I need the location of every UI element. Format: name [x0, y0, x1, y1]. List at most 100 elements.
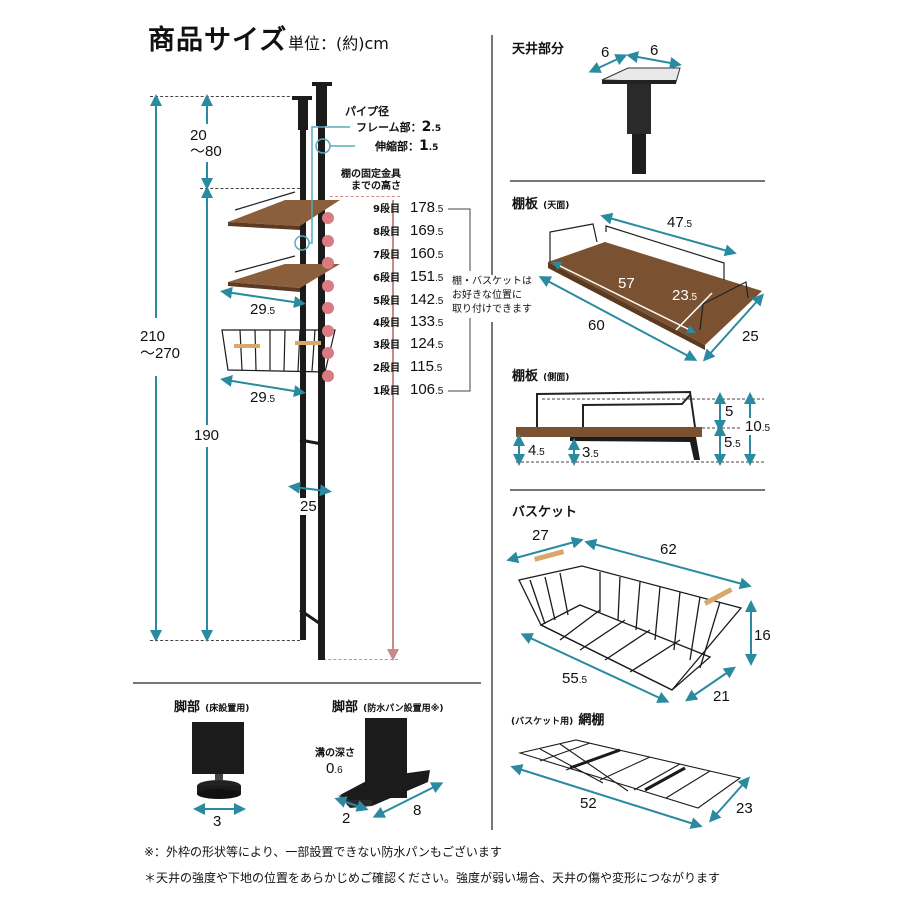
tier-value-int: 115	[410, 357, 434, 375]
shelf-side-title: 棚板	[512, 369, 539, 384]
tier-value: 115.5	[410, 358, 442, 375]
shelf-bracket-gap-dim: 3.5	[582, 444, 599, 461]
foot-pan-subtitle: (防水パン設置用※)	[363, 704, 444, 714]
mount-note-line3: 取り付けできます	[452, 304, 532, 315]
foot-pan-groove-label: 溝の深さ	[315, 748, 355, 759]
shelf-front-thickness-value: 4	[528, 442, 537, 459]
tier-label: 6段目	[373, 272, 400, 284]
shelf-guard-height-dim: 5	[725, 403, 734, 420]
shelf-depth-1-value: 29	[250, 301, 267, 318]
foot-pan-width-dim: 2	[342, 810, 351, 827]
shelf-front-thickness-decimal: .5	[536, 447, 545, 458]
tier-value: 160.5	[410, 245, 443, 262]
shelf-inner-depth-decimal: .5	[688, 292, 698, 303]
basket-bottom-depth-dim: 21	[713, 688, 730, 705]
shelf-depth-1-decimal: .5	[266, 306, 276, 317]
wire-shelf-length-dim: 52	[580, 795, 597, 812]
tier-label: 2段目	[373, 362, 400, 374]
shelf-depth-dim-1: 29.5	[250, 301, 275, 318]
tier-value-decimal: .5	[433, 362, 443, 374]
shelf-front-thickness-dim: 4.5	[528, 442, 545, 459]
tier-row: 2段目 115.5	[352, 356, 442, 376]
mount-height-heading: 棚の固定金具 までの高さ	[333, 169, 401, 193]
tier-value: 169.5	[410, 222, 443, 239]
shelf-back-width-decimal: .5	[683, 219, 693, 230]
tier-value-int: 124	[410, 334, 436, 352]
shelf-back-width-value: 47	[667, 214, 684, 231]
foot-floor-diameter-dim: 3	[213, 813, 222, 830]
basket-top-length-dim: 62	[660, 541, 677, 558]
wire-shelf-heading: (バスケット用) 網棚	[511, 709, 604, 728]
total-height-dim: 210 ～270	[140, 328, 181, 362]
tier-label: 7段目	[373, 249, 400, 261]
tier-label: 4段目	[373, 317, 400, 329]
total-height-line2: ～270	[140, 345, 181, 362]
pipe-frame-value: 2	[421, 119, 432, 135]
mount-note-line2: お好きな位置に	[452, 290, 522, 301]
unit-label: 単位：(約)cm	[288, 34, 389, 53]
shelf-top-title: 棚板	[512, 197, 539, 212]
shelf-total-height-dim: 10.5	[745, 418, 771, 435]
tier-value: 142.5	[410, 291, 443, 308]
tier-value-decimal: .5	[435, 203, 444, 215]
shelf-top-heading: 棚板 (天面)	[512, 193, 569, 212]
tier-value-decimal: .5	[435, 249, 444, 261]
basket-bottom-length-decimal: .5	[578, 675, 588, 686]
shelf-back-width-dim: 47.5	[667, 214, 692, 231]
total-height-line1: 210	[140, 328, 166, 345]
foot-floor-heading: 脚部 (床設置用)	[174, 696, 249, 715]
shelf-bracket-gap-value: 3	[582, 444, 591, 461]
tier-value: 133.5	[410, 313, 443, 330]
mount-height-heading-line2: までの高さ	[351, 181, 401, 192]
tier-value-decimal: .5	[435, 317, 444, 329]
ceiling-dim-b: 6	[650, 42, 659, 59]
tier-value-int: 151	[410, 267, 436, 285]
shelf-top-subtitle: (天面)	[543, 201, 570, 211]
tier-label: 3段目	[373, 339, 400, 351]
shelf-bracket-height-decimal: .5	[732, 439, 741, 450]
pipe-telescopic-decimal: .5	[428, 143, 439, 153]
tier-value-int: 178	[410, 198, 436, 216]
foot-pan-groove-dim: 0.6	[326, 760, 343, 777]
wire-shelf-prefix: (バスケット用)	[511, 717, 574, 727]
pipe-frame-dim: フレーム部：2.5	[356, 119, 441, 135]
tier-value-decimal: .5	[435, 295, 444, 307]
pipe-telescopic-dim: 伸縮部：1.5	[375, 138, 438, 154]
tier-value-decimal: .5	[435, 339, 444, 351]
note-ceiling-strength: ＊天井の強度や下地の位置をあらかじめご確認ください。強度が弱い場合、天井の傷や変…	[144, 871, 721, 885]
mount-point-6	[322, 280, 334, 292]
tier-value-int: 133	[410, 312, 436, 330]
tier-value: 124.5	[410, 335, 443, 352]
tier-value: 106.5	[410, 381, 443, 398]
vertical-divider-bottom	[491, 322, 493, 830]
shelf-depth-2-value: 29	[250, 389, 267, 406]
tier-value-int: 142	[410, 290, 436, 308]
shelf-inner-width-dim: 57	[618, 275, 635, 292]
mount-height-heading-line1: 棚の固定金具	[341, 169, 401, 180]
basket-title: バスケット	[512, 505, 578, 520]
shelf-inner-depth-value: 23	[672, 287, 689, 304]
mount-point-5	[322, 302, 334, 314]
ceiling-line	[150, 96, 305, 97]
tier-label: 1段目	[373, 385, 400, 397]
pipe-telescopic-label: 伸縮部：	[375, 140, 419, 153]
mount-point-2	[322, 370, 334, 382]
mount-point-9	[322, 212, 334, 224]
mount-point-7	[322, 257, 334, 269]
basket-handle-width-dim: 27	[532, 527, 549, 544]
basket-bottom-length-dim: 55.5	[562, 670, 587, 687]
basket-bottom-length-value: 55	[562, 670, 579, 687]
foot-pan-groove-decimal: .6	[334, 765, 343, 776]
divider-feet	[133, 682, 481, 684]
divider-ceiling	[510, 180, 765, 182]
shelf-inner-depth-dim: 23.5	[672, 287, 697, 304]
wire-shelf-depth-dim: 23	[736, 800, 753, 817]
foot-pan-title: 脚部	[332, 700, 359, 715]
